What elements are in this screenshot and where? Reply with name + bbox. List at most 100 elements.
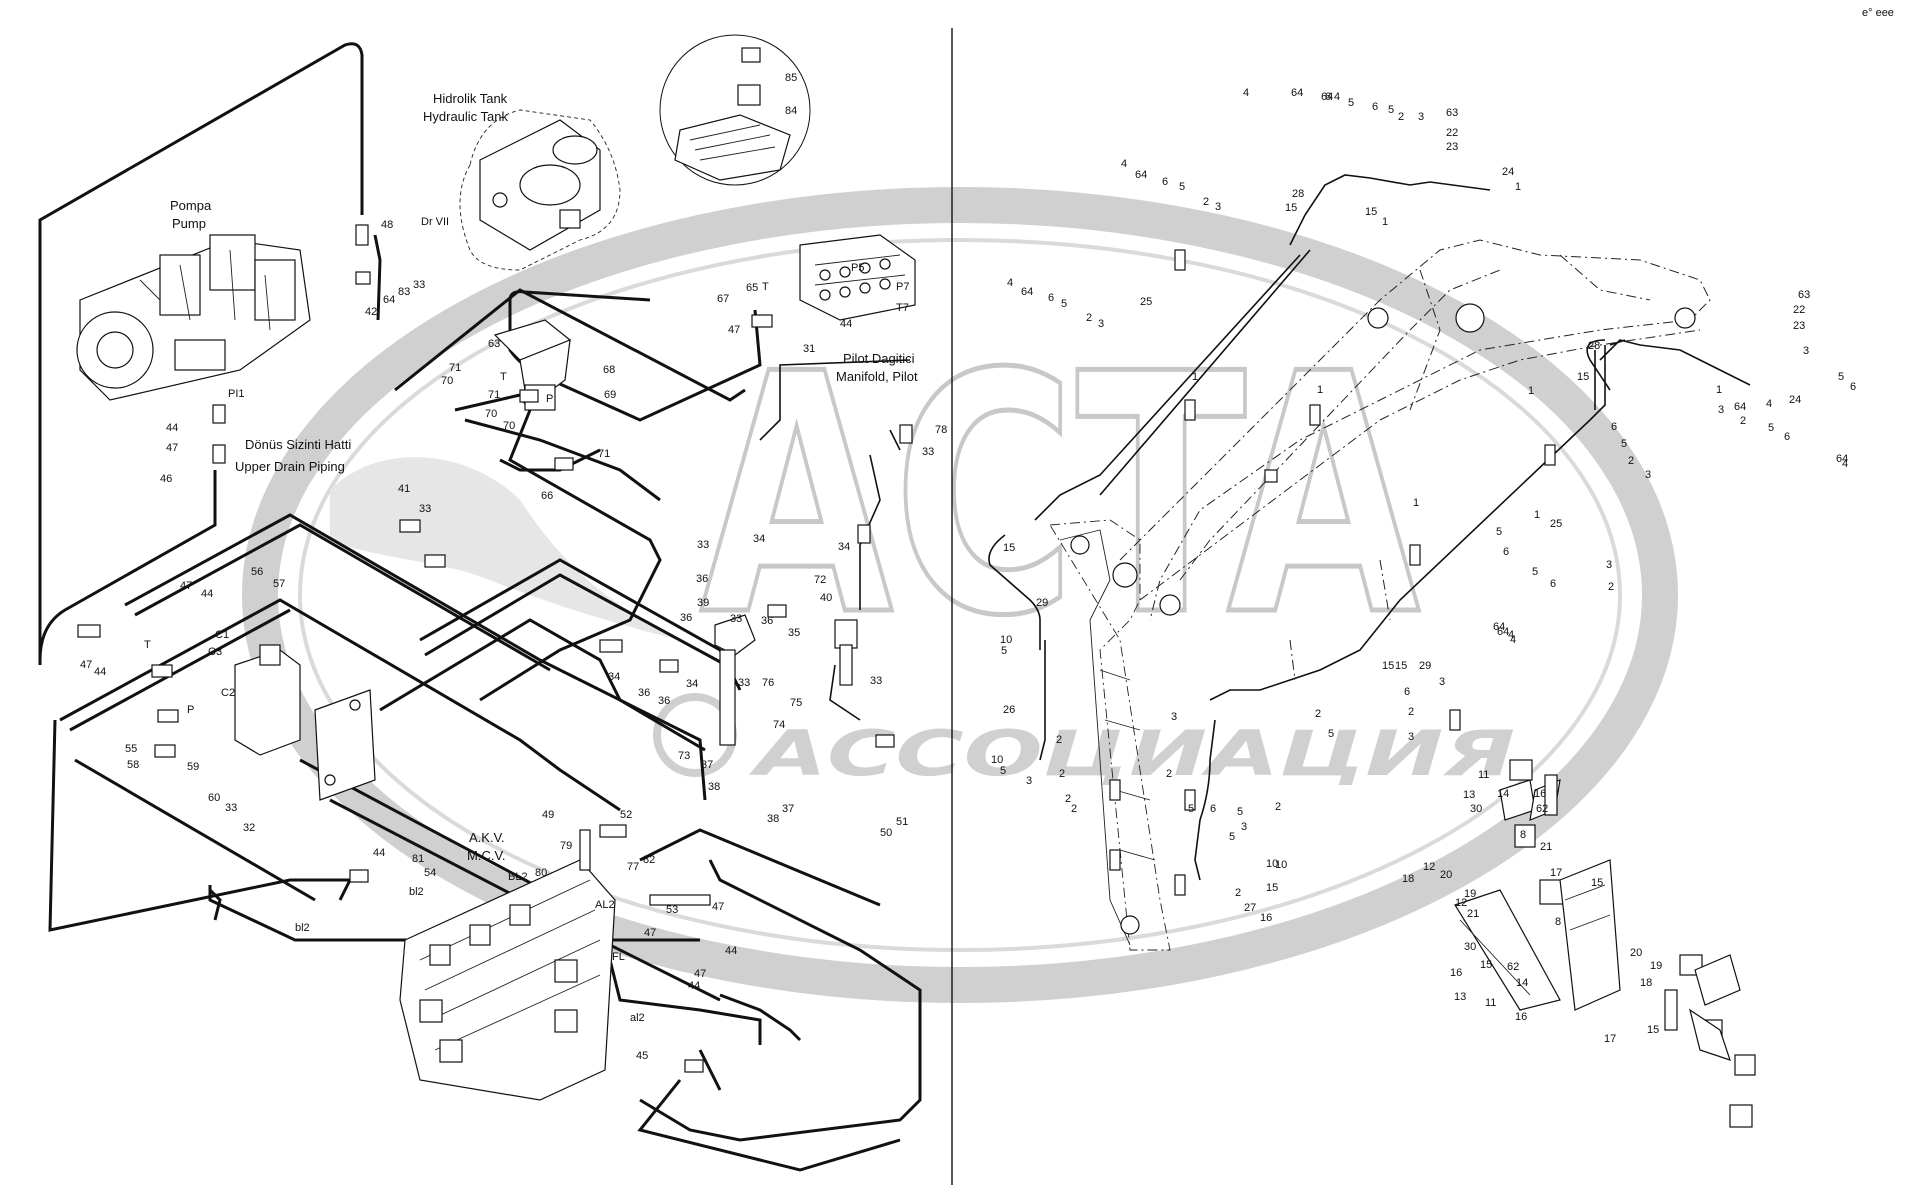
callout-left-46: 39 (697, 597, 709, 609)
callout-right-68: 64 (1497, 626, 1509, 638)
callout-right-58: 64 (1493, 621, 1505, 633)
callout-left-14: 69 (604, 389, 616, 401)
callout-right-61: 4 (1842, 458, 1848, 470)
callout-right-44: 4 (1766, 398, 1772, 410)
callout-right-80: 2 (1065, 793, 1071, 805)
callout-right-126: 16 (1450, 967, 1462, 979)
watermark: ACTA АССОЦИАЦИЯ (242, 187, 1678, 1003)
callout-left-81: 47 (694, 968, 706, 980)
callout-right-91: 5 (1328, 728, 1334, 740)
port-label-5: T (500, 371, 507, 383)
callout-right-27: 64 (1021, 286, 1033, 298)
callout-left-65: 37 (782, 803, 794, 815)
inset-detail (659, 34, 811, 186)
boom-arm (988, 174, 1751, 951)
callout-left-78: 54 (424, 867, 436, 879)
callout-left-34: 58 (127, 759, 139, 771)
callout-left-22: 44 (166, 422, 178, 434)
callout-right-60: 64 (1836, 453, 1848, 465)
port-label-9: C2 (221, 687, 235, 699)
callout-right-28: 6 (1048, 292, 1054, 304)
callout-left-26: 33 (419, 503, 431, 515)
callout-left-73: 77 (627, 861, 639, 873)
callout-right-11: 22 (1446, 127, 1458, 139)
callout-left-54: 36 (638, 687, 650, 699)
callout-left-40: 33 (922, 446, 934, 458)
callout-right-99: 2 (1275, 801, 1281, 813)
callout-right-14: 1 (1515, 181, 1521, 193)
callout-left-63: 38 (708, 781, 720, 793)
port-label-10: P (187, 704, 194, 716)
callout-right-112: 21 (1540, 841, 1552, 853)
callout-left-67: 51 (896, 816, 908, 828)
callout-left-6: 84 (785, 105, 797, 117)
callout-right-36: 23 (1793, 320, 1805, 332)
callout-right-104: 16 (1260, 912, 1272, 924)
port-label-13: bl2 (295, 922, 310, 934)
callout-left-4: 33 (413, 279, 425, 291)
callout-left-10: 44 (840, 318, 852, 330)
callout-right-98: 27 (1244, 902, 1256, 914)
port-label-2: P5 (851, 262, 864, 274)
callout-left-75: 47 (712, 901, 724, 913)
callout-right-23: 2 (1203, 196, 1209, 208)
callout-right-114: 15 (1591, 877, 1603, 889)
callout-right-130: 17 (1604, 1033, 1616, 1045)
callout-left-35: 59 (187, 761, 199, 773)
callout-left-20: 71 (598, 448, 610, 460)
callout-left-21: 66 (541, 490, 553, 502)
callout-right-85: 6 (1210, 803, 1216, 815)
callout-right-62: 1 (1534, 509, 1540, 521)
callout-left-39: 78 (935, 424, 947, 436)
callout-right-26: 4 (1007, 277, 1013, 289)
callout-left-70: 79 (560, 840, 572, 852)
callout-right-71: 29 (1036, 597, 1048, 609)
callout-right-118: 12 (1423, 861, 1435, 873)
callout-right-37: 28 (1588, 340, 1600, 352)
pilot-title-tr: Pilot Dagitici (843, 351, 915, 366)
callout-left-24: 46 (160, 473, 172, 485)
callout-right-108: 13 (1463, 789, 1475, 801)
callout-right-13: 24 (1502, 166, 1514, 178)
callout-left-61: 73 (678, 750, 690, 762)
callout-left-30: 44 (201, 588, 213, 600)
callout-right-22: 5 (1179, 181, 1185, 193)
drain-title-tr: Dönüs Sizinti Hatti (245, 437, 351, 452)
callout-right-24: 3 (1215, 201, 1221, 213)
callout-right-69: 4 (1510, 634, 1516, 646)
callout-right-73: 5 (1001, 645, 1007, 657)
port-label-7: C1 (215, 629, 229, 641)
callout-right-83: 2 (1166, 768, 1172, 780)
port-label-11: T (144, 639, 151, 651)
callout-right-96: 5 (1237, 806, 1243, 818)
port-label-14: BL2 (508, 871, 528, 883)
pump-assembly: Pompa Pump (76, 198, 311, 401)
port-label-3: P7 (896, 281, 909, 293)
callout-right-116: 19 (1464, 888, 1476, 900)
port-label-4: T7 (896, 302, 909, 314)
drain-title-en: Upper Drain Piping (235, 459, 345, 474)
callout-right-78: 3 (1026, 775, 1032, 787)
callout-right-18: 1 (1382, 216, 1388, 228)
callout-right-65: 2 (1608, 581, 1614, 593)
callout-left-41: 34 (753, 533, 765, 545)
callout-right-2: 6 (1325, 91, 1331, 103)
callout-right-48: 5 (1768, 422, 1774, 434)
callout-left-12: 63 (488, 338, 500, 350)
callout-right-33: 1 (1317, 384, 1323, 396)
callout-left-74: 53 (666, 904, 678, 916)
callout-right-3: 5 (1348, 97, 1354, 109)
callout-right-7: 5 (1388, 104, 1394, 116)
callout-right-4: 4 (1334, 91, 1340, 103)
callout-right-16: 15 (1285, 202, 1297, 214)
callout-left-37: 33 (225, 802, 237, 814)
tank-title-en: Hydraulic Tank (423, 109, 509, 124)
callout-right-38: 15 (1577, 371, 1589, 383)
callout-right-92: 6 (1404, 686, 1410, 698)
callout-left-16: 70 (441, 375, 453, 387)
callout-right-113: 17 (1550, 867, 1562, 879)
callout-right-43: 64 (1734, 401, 1746, 413)
callout-right-49: 6 (1784, 431, 1790, 443)
callout-right-90: 2 (1315, 708, 1321, 720)
